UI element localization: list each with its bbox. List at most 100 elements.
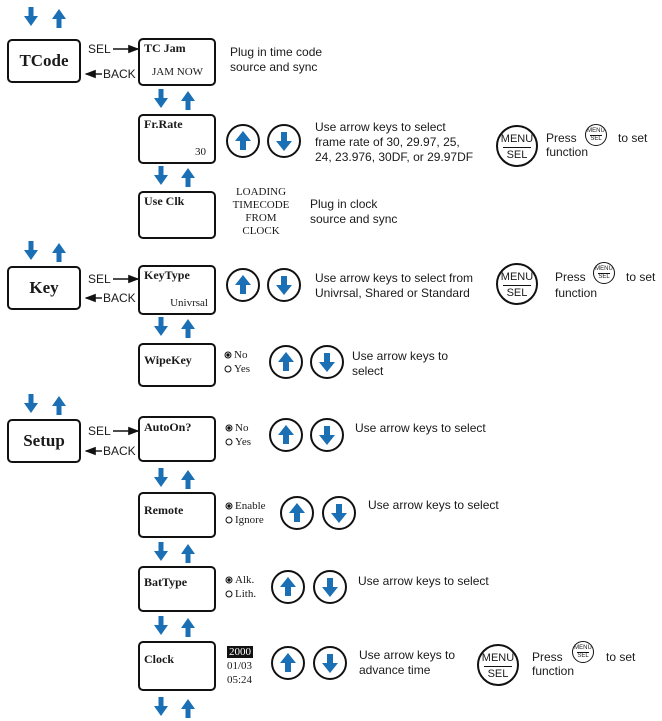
option-lith[interactable]: Lith. bbox=[235, 588, 257, 600]
lcd-bat-type[interactable]: BatType bbox=[138, 566, 216, 612]
up-arrow-key-icon bbox=[271, 646, 305, 680]
desc-line: select bbox=[352, 364, 384, 378]
up-arrow-icon bbox=[52, 243, 66, 262]
up-arrow-key-icon bbox=[271, 570, 305, 604]
menu-text: MENU bbox=[500, 133, 534, 145]
up-arrow-key-icon bbox=[280, 496, 314, 530]
menu-text: MENU bbox=[481, 652, 515, 664]
desc-line: Use arrow keys to bbox=[359, 648, 456, 662]
desc-line: frame rate of 30, 29.97, 25, bbox=[315, 135, 460, 149]
loading-line: FROM bbox=[245, 212, 277, 224]
down-arrow-icon bbox=[154, 317, 168, 336]
menu-key-label: Key bbox=[29, 278, 59, 297]
loading-line: TIMECODE bbox=[232, 199, 290, 211]
loading-line: CLOCK bbox=[242, 225, 280, 237]
lcd-title: Remote bbox=[144, 503, 184, 517]
menu-key[interactable]: Key bbox=[7, 266, 81, 310]
option-no[interactable]: No bbox=[235, 422, 249, 434]
bat-type-description: Use arrow keys to select bbox=[358, 574, 489, 588]
down-arrow-key-icon bbox=[310, 345, 344, 379]
option-alk[interactable]: Alk. bbox=[235, 574, 255, 586]
down-arrow-icon bbox=[24, 241, 38, 260]
sel-text: SEL bbox=[598, 274, 610, 280]
lcd-tc-jam[interactable]: TC Jam JAM NOW bbox=[138, 38, 216, 86]
lcd-use-clk[interactable]: Use Clk bbox=[138, 191, 216, 239]
menu-setup-label: Setup bbox=[23, 431, 65, 450]
lcd-value: JAM NOW bbox=[152, 66, 204, 78]
lcd-auto-on[interactable]: AutoOn? bbox=[138, 416, 216, 462]
option-yes[interactable]: Yes bbox=[235, 436, 252, 448]
press-text: Press bbox=[546, 131, 577, 145]
menu-text: MENU bbox=[574, 645, 592, 651]
lcd-title: Clock bbox=[144, 652, 174, 666]
sel-text: SEL bbox=[506, 287, 528, 299]
menu-sel-button-icon: MENU SEL bbox=[496, 263, 538, 305]
down-arrow-key-icon bbox=[313, 570, 347, 604]
up-arrow-icon bbox=[181, 319, 195, 338]
option-yes[interactable]: Yes bbox=[234, 363, 251, 375]
lcd-value: 30 bbox=[195, 146, 206, 158]
clock-year: 2000 bbox=[227, 646, 253, 658]
menu-text: MENU bbox=[500, 271, 534, 283]
down-arrow-icon bbox=[24, 7, 38, 26]
menu-setup[interactable]: Setup bbox=[7, 419, 81, 463]
lcd-title: Fr.Rate bbox=[144, 117, 183, 131]
down-arrow-key-icon bbox=[267, 124, 301, 158]
clock-description: Use arrow keys to advance time bbox=[359, 648, 455, 678]
up-arrow-icon bbox=[181, 168, 195, 187]
desc-line: Use arrow keys to select from bbox=[315, 271, 474, 285]
down-arrow-key-icon bbox=[310, 418, 344, 452]
down-arrow-icon bbox=[154, 616, 168, 635]
lcd-title: WipeKey bbox=[144, 353, 192, 367]
lcd-title: AutoOn? bbox=[144, 420, 192, 434]
down-arrow-icon bbox=[154, 89, 168, 108]
use-clk-description: Plug in clock source and sync bbox=[310, 197, 397, 227]
lcd-fr-rate[interactable]: Fr.Rate 30 bbox=[138, 114, 216, 164]
option-no[interactable]: No bbox=[234, 349, 248, 361]
up-arrow-icon bbox=[181, 699, 195, 718]
press-text: Press bbox=[555, 270, 586, 284]
lcd-title: KeyType bbox=[144, 268, 190, 282]
desc-line: advance time bbox=[359, 663, 431, 677]
down-arrow-icon bbox=[154, 166, 168, 185]
menu-tcode-label: TCode bbox=[19, 51, 69, 70]
to-set-text: to set bbox=[618, 131, 648, 145]
down-arrow-key-icon bbox=[322, 496, 356, 530]
clock-readout: 2000 01/03 05:24 bbox=[227, 645, 253, 687]
down-arrow-icon bbox=[154, 697, 168, 716]
remote-description: Use arrow keys to select bbox=[368, 498, 499, 512]
menu-tcode[interactable]: TCode bbox=[7, 39, 81, 83]
option-ignore[interactable]: Ignore bbox=[235, 514, 264, 526]
press-text: Press bbox=[532, 650, 563, 664]
lcd-clock[interactable]: Clock bbox=[138, 641, 216, 691]
up-arrow-key-icon bbox=[226, 124, 260, 158]
sel-text: SEL bbox=[506, 149, 528, 161]
tc-jam-description: Plug in time code source and sync bbox=[230, 45, 322, 75]
lcd-remote[interactable]: Remote bbox=[138, 492, 216, 538]
to-set-text: to set bbox=[606, 650, 636, 664]
up-arrow-key-icon bbox=[226, 268, 260, 302]
to-set-text: to set bbox=[626, 270, 656, 284]
sel-text: SEL bbox=[590, 136, 602, 142]
sel-text: SEL bbox=[577, 653, 589, 659]
desc-line: 24, 23.976, 30DF, or 29.97DF bbox=[315, 150, 474, 164]
lcd-key-type[interactable]: KeyType Univrsal bbox=[138, 265, 216, 315]
down-arrow-icon bbox=[24, 394, 38, 413]
mini-menu-sel-icon: MENU SEL bbox=[572, 641, 594, 663]
desc-line: Univrsal, Shared or Standard bbox=[315, 286, 470, 300]
mini-menu-sel-icon: MENU SEL bbox=[593, 262, 615, 284]
sel-label: SEL bbox=[88, 272, 111, 286]
function-text: function bbox=[546, 145, 589, 159]
option-enable[interactable]: Enable bbox=[235, 500, 266, 512]
up-arrow-icon bbox=[52, 9, 66, 28]
up-arrow-icon bbox=[181, 91, 195, 110]
clock-date: 01/03 bbox=[227, 660, 253, 672]
lcd-wipe-key[interactable]: WipeKey bbox=[138, 343, 216, 387]
up-arrow-icon bbox=[181, 544, 195, 563]
desc-line: Plug in time code bbox=[230, 45, 323, 59]
down-arrow-icon bbox=[154, 468, 168, 487]
menu-text: MENU bbox=[595, 266, 613, 272]
lcd-title: BatType bbox=[144, 575, 188, 589]
menu-text: MENU bbox=[587, 128, 605, 134]
